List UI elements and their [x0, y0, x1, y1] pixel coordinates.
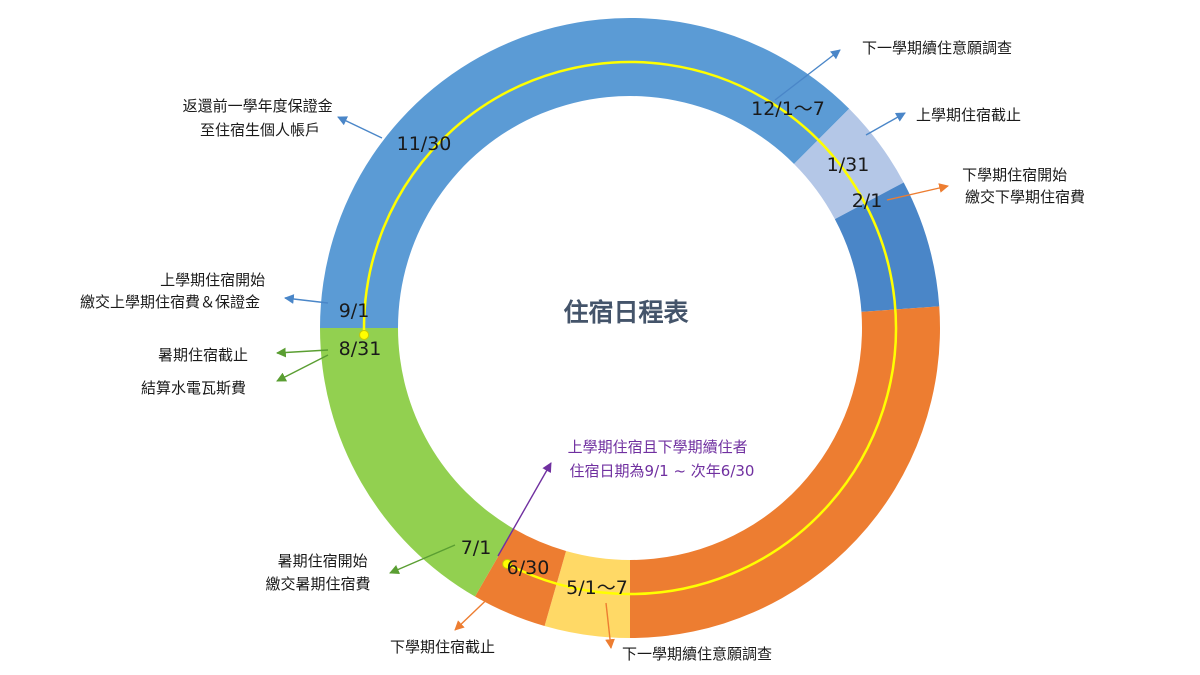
- annotation-summer-start-line2: 繳交暑期住宿費: [265, 575, 370, 593]
- track-start-dot: [359, 329, 370, 340]
- annotation-second-start: 下學期住宿開始 繳交下學期住宿費: [962, 166, 1085, 206]
- arrow-utilities: [276, 354, 329, 382]
- annotation-survey-bottom: 下一學期續住意願調查: [622, 645, 772, 663]
- label-12-1-7: 12/1～7: [751, 98, 825, 120]
- arrow-first-end: [865, 112, 906, 136]
- annotation-second-start-line1: 下學期住宿開始: [962, 166, 1067, 184]
- label-1-31: 1/31: [827, 154, 870, 176]
- annotation-summer-start-line1: 暑期住宿開始: [278, 552, 368, 570]
- segment-second-term: [630, 306, 940, 638]
- segment-survey-dec: [794, 108, 904, 220]
- annotation-continuing-line2: 住宿日期為9/1 ~ 次年6/30: [570, 462, 755, 480]
- track-end-dot: [502, 558, 513, 569]
- annotation-first-start-line2: 繳交上學期住宿費＆保證金: [80, 293, 260, 311]
- page-title: 住宿日程表: [563, 298, 689, 327]
- label-6-30: 6/30: [507, 557, 550, 579]
- annotation-second-end: 下學期住宿截止: [390, 638, 495, 656]
- donut-ring: [320, 17, 940, 638]
- continuing-resident-track: [362, 60, 898, 596]
- label-8-31: 8/31: [339, 338, 382, 360]
- arrow-continuing: [497, 462, 552, 557]
- arrow-return-deposit: [337, 116, 383, 139]
- arrow-survey-top: [774, 49, 841, 101]
- annotation-first-start-line1: 上學期住宿開始: [160, 271, 265, 289]
- annotation-second-start-line2: 繳交下學期住宿費: [965, 188, 1085, 206]
- arrow-first-start: [284, 294, 329, 304]
- annotation-arrows: [276, 49, 949, 649]
- label-5-1-7: 5/1～7: [566, 577, 628, 599]
- annotation-survey-top: 下一學期續住意願調查: [862, 39, 1012, 57]
- arrow-second-end: [454, 586, 501, 631]
- annotation-continuing-line1: 上學期住宿且下學期續住者: [568, 438, 748, 456]
- arrow-summer-end: [276, 347, 329, 358]
- annotation-first-end: 上學期住宿截止: [916, 106, 1021, 124]
- label-11-30: 11/30: [397, 133, 452, 155]
- segment-first-term: [320, 17, 850, 328]
- label-7-1: 7/1: [461, 537, 492, 559]
- annotation-utilities: 結算水電瓦斯費: [141, 379, 246, 397]
- label-9-1: 9/1: [339, 300, 370, 322]
- segment-survey-may: [544, 551, 630, 638]
- annotation-return-deposit-line2: 至住宿生個人帳戶: [200, 121, 320, 139]
- segment-summer: [320, 328, 514, 597]
- annotation-return-deposit-line1: 返還前一學年度保證金: [183, 97, 333, 115]
- annotation-summer-end: 暑期住宿截止: [158, 346, 248, 364]
- arrow-survey-bottom: [605, 602, 615, 649]
- segment-second-term-end: [475, 528, 567, 626]
- annotation-return-deposit: 返還前一學年度保證金 至住宿生個人帳戶: [183, 97, 338, 139]
- annotation-summer-start: 暑期住宿開始 繳交暑期住宿費: [265, 552, 372, 593]
- annotation-first-start: 上學期住宿開始 繳交上學期住宿費＆保證金: [80, 271, 270, 311]
- label-2-1: 2/1: [852, 190, 883, 212]
- annotation-continuing: 上學期住宿且下學期續住者 住宿日期為9/1 ~ 次年6/30: [568, 438, 755, 480]
- arrow-second-start: [886, 183, 949, 201]
- arrow-summer-start: [389, 544, 456, 575]
- segment-first-term-end: [834, 182, 940, 312]
